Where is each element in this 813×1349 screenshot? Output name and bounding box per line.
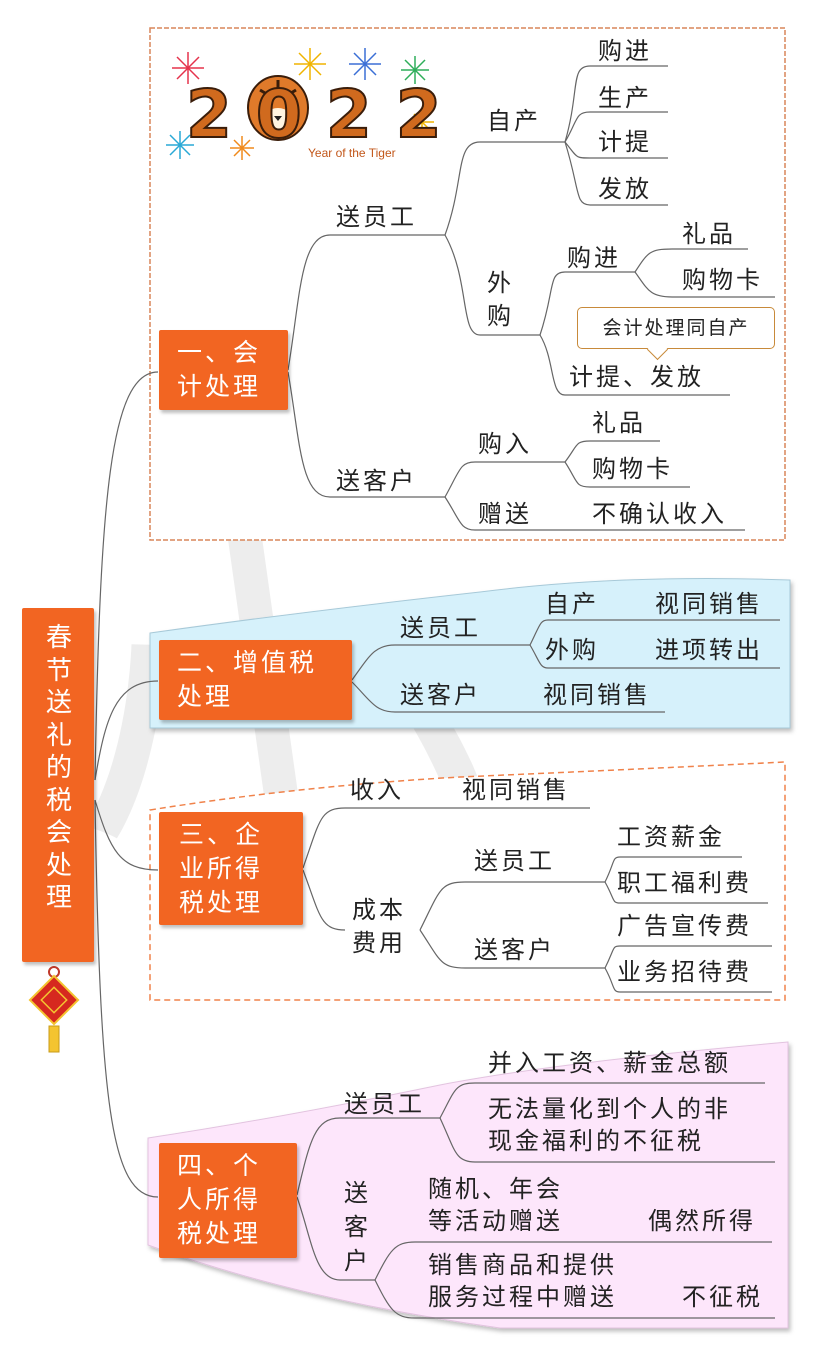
sec3-income: 收入 [350, 776, 404, 804]
sec1-frame [149, 27, 786, 541]
sec1-gift: 赠送 [478, 500, 532, 528]
sec3-send-client: 送客户 [474, 936, 555, 964]
sec4-client-item2-l1: 销售商品和提供 [428, 1251, 617, 1279]
sec3-title-l2: 业所得 [179, 854, 264, 883]
logo-year: 2022 [185, 75, 466, 154]
root-node: 春节送礼的税会处理 [22, 608, 94, 962]
fireworks-icon [166, 48, 434, 160]
sec4-client-item1-l1: 随机、年会 [428, 1175, 563, 1203]
sec3-cost-l2: 费用 [352, 929, 406, 957]
sec4-title-l1: 四、个 [177, 1151, 262, 1180]
sec1-self-item-1: 生产 [598, 84, 652, 112]
sec3-staff-item-1: 职工福利费 [617, 869, 752, 897]
sec4-title-l2: 人所得 [177, 1185, 262, 1214]
sec2-outsourced-result: 进项转出 [655, 636, 763, 664]
sec1-send-staff: 送员工 [336, 203, 417, 231]
root-label: 春节送礼的税会处理 [46, 623, 73, 913]
sec2-send-staff: 送员工 [400, 614, 481, 642]
sec1-self-item-0: 购进 [598, 37, 652, 65]
sec1-accrue-issue: 计提、发放 [569, 363, 704, 391]
sec3-frame [149, 761, 786, 1001]
sec4-send-staff: 送员工 [344, 1090, 425, 1118]
sec2-self-result: 视同销售 [655, 590, 763, 618]
sec3-income-result: 视同销售 [462, 776, 570, 804]
sec3-staff-item-0: 工资薪金 [617, 823, 725, 851]
sec1-buy-item-0: 礼品 [682, 220, 736, 248]
sec4-client-item2-result: 不征税 [682, 1283, 763, 1311]
sec2-title-l1: 二、增值税 [177, 648, 318, 677]
sec1-title-l2: 计处理 [177, 372, 262, 401]
sec4-node: 四、个 人所得 税处理 [159, 1143, 297, 1258]
sec4-title-l3: 税处理 [177, 1219, 262, 1248]
sec1-gift-result: 不确认收入 [592, 500, 727, 528]
sec4-frame [147, 1041, 789, 1329]
sec1-callout: 会计处理同自产 [577, 307, 775, 349]
sec1-node: 一、会 计处理 [159, 330, 288, 410]
sec2-client-result: 视同销售 [543, 681, 651, 709]
sec1-self-made: 自产 [487, 107, 541, 135]
sec1-self-item-3: 发放 [598, 175, 652, 203]
sec3-title-l3: 税处理 [179, 888, 264, 917]
sec3-title-l1: 三、企 [179, 820, 264, 849]
sec1-purchase-item-1: 购物卡 [592, 455, 673, 483]
sec4-send-client-1: 客 [344, 1213, 371, 1241]
sec4-send-client-0: 送 [344, 1179, 371, 1207]
sec1-outsourced-l2: 购 [487, 302, 514, 330]
lantern-ornament [28, 966, 80, 1053]
sec2-self-made: 自产 [545, 590, 599, 618]
sec3-client-item-0: 广告宣传费 [617, 912, 752, 940]
sec1-purchase-item-0: 礼品 [592, 409, 646, 437]
sec3-send-staff: 送员工 [474, 847, 555, 875]
sec1-send-client: 送客户 [336, 467, 417, 495]
sec3-node: 三、企 业所得 税处理 [159, 812, 303, 925]
sec4-client-item1-l2: 等活动赠送 [428, 1207, 563, 1235]
sec4-client-item1-result: 偶然所得 [648, 1207, 756, 1235]
sec1-self-item-2: 计提 [598, 128, 652, 156]
year-of-tiger-logo: 2022 Year of the Tiger [160, 40, 443, 170]
sec2-node: 二、增值税 处理 [159, 640, 352, 720]
logo-caption: Year of the Tiger [308, 146, 396, 160]
sec1-outsourced-l1: 外 [487, 269, 514, 297]
sec4-staff-item2-l2: 现金福利的不征税 [488, 1127, 704, 1155]
sec1-purchase: 购入 [478, 430, 532, 458]
sec4-staff-item2-l1: 无法量化到个人的非 [488, 1095, 731, 1123]
sec3-cost-l1: 成本 [352, 896, 406, 924]
sec4-client-item2-l2: 服务过程中赠送 [428, 1283, 617, 1311]
sec1-buy-in: 购进 [567, 244, 621, 272]
tiger-face-icon [247, 75, 309, 141]
sec2-title-l2: 处理 [177, 682, 234, 711]
sec1-title-l1: 一、会 [177, 338, 262, 367]
sec4-staff-item1: 并入工资、薪金总额 [488, 1049, 731, 1077]
sec2-outsourced: 外购 [545, 636, 599, 664]
sec1-buy-item-1: 购物卡 [682, 266, 763, 294]
sec2-send-client: 送客户 [400, 681, 481, 709]
sec4-send-client-2: 户 [344, 1247, 371, 1275]
sec3-client-item-1: 业务招待费 [617, 958, 752, 986]
